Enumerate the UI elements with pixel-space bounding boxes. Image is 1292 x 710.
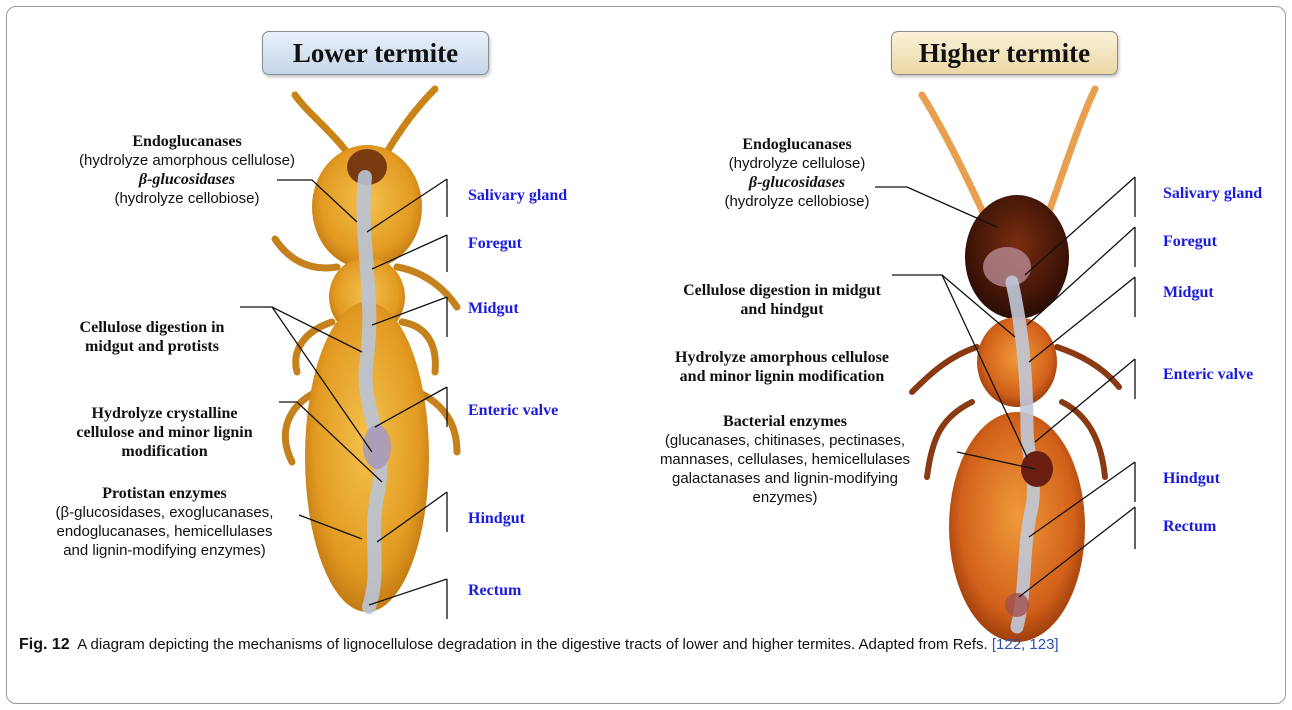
bacterial-enzymes-heading: Bacterial enzymes bbox=[723, 413, 847, 430]
protistan-enzymes-list: (β-glucosidases, exoglucanases, endogluc… bbox=[27, 503, 302, 560]
higher-termite-body bbox=[912, 89, 1119, 642]
higher-segment-salivary-gland: Salivary gland bbox=[1163, 185, 1262, 203]
endoglucanases-note: (hydrolyze amorphous cellulose) bbox=[47, 151, 327, 170]
lower-segment-salivary-gland: Salivary gland bbox=[468, 187, 567, 205]
higher-beta-glucosidases-heading: β-glucosidases bbox=[749, 174, 845, 191]
higher-endoglucanases-note: (hydrolyze cellulose) bbox=[697, 154, 897, 173]
beta-glucosidases-heading: β-glucosidases bbox=[139, 171, 235, 188]
higher-beta-glucosidases-note: (hydrolyze cellobiose) bbox=[697, 192, 897, 211]
figure-frame: Lower termite Higher termite Endoglucana… bbox=[6, 6, 1286, 704]
caption-text: A diagram depicting the mechanisms of li… bbox=[77, 636, 988, 653]
beta-glucosidases-note: (hydrolyze cellobiose) bbox=[47, 189, 327, 208]
lower-digestion-label: Cellulose digestion in midgut and protis… bbox=[80, 319, 225, 355]
lower-hydrolyze-label: Hydrolyze crystalline cellulose and mino… bbox=[76, 405, 252, 460]
lower-segment-rectum: Rectum bbox=[468, 582, 521, 600]
higher-digestion-label: Cellulose digestion in midgut and hindgu… bbox=[683, 282, 881, 318]
higher-segment-rectum: Rectum bbox=[1163, 518, 1216, 536]
lower-segment-midgut: Midgut bbox=[468, 300, 519, 318]
lower-enzyme-label: Endoglucanases (hydrolyze amorphous cell… bbox=[47, 132, 327, 208]
lower-segment-hindgut: Hindgut bbox=[468, 510, 525, 528]
bacterial-enzymes-list: (glucanases, chitinases, pectinases, man… bbox=[645, 431, 925, 507]
higher-termite-title: Higher termite bbox=[891, 31, 1118, 75]
figure-caption: Fig. 12 A diagram depicting the mechanis… bbox=[19, 635, 1277, 655]
higher-segment-foregut: Foregut bbox=[1163, 233, 1217, 251]
higher-segment-hindgut: Hindgut bbox=[1163, 470, 1220, 488]
lower-segment-foregut: Foregut bbox=[468, 235, 522, 253]
higher-segment-midgut: Midgut bbox=[1163, 284, 1214, 302]
lower-segment-enteric-valve: Enteric valve bbox=[468, 402, 558, 420]
figure-number: Fig. 12 bbox=[19, 636, 70, 653]
protistan-enzymes-heading: Protistan enzymes bbox=[102, 485, 227, 502]
caption-references[interactable]: [122, 123] bbox=[992, 636, 1059, 653]
higher-enzyme-label: Endoglucanases (hydrolyze cellulose) β-g… bbox=[697, 135, 897, 211]
higher-hydrolyze-label: Hydrolyze amorphous cellulose and minor … bbox=[675, 349, 889, 385]
higher-endoglucanases-heading: Endoglucanases bbox=[742, 136, 851, 153]
higher-segment-enteric-valve: Enteric valve bbox=[1163, 366, 1253, 384]
endoglucanases-heading: Endoglucanases bbox=[132, 133, 241, 150]
lower-termite-title: Lower termite bbox=[262, 31, 489, 75]
